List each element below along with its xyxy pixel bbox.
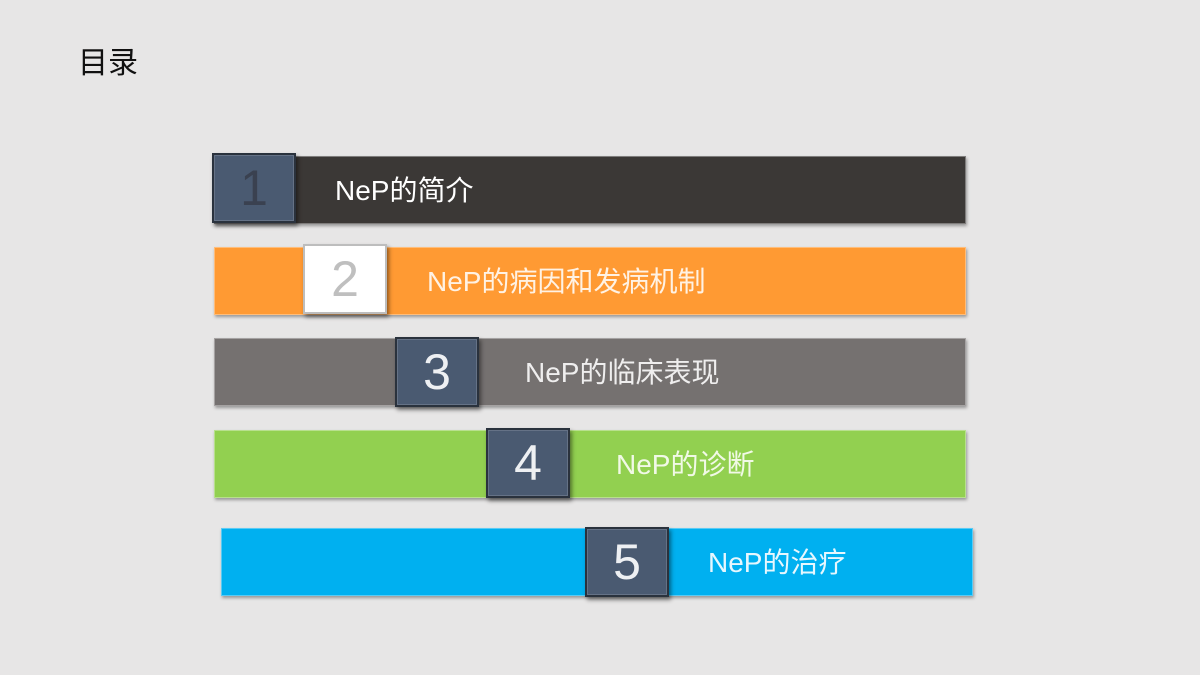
toc-item-label: NeP的诊断	[616, 449, 755, 480]
toc-number: 1	[240, 160, 268, 216]
toc-number: 2	[331, 251, 359, 307]
toc-item-1[interactable]: NeP的简介	[214, 156, 966, 224]
toc-number-badge: 3	[395, 337, 479, 407]
toc-number: 3	[423, 344, 451, 400]
toc-number: 5	[613, 534, 641, 590]
page-title: 目录	[78, 47, 138, 80]
toc-item-3[interactable]: NeP的临床表现	[214, 338, 966, 406]
toc-number-badge: 1	[212, 153, 296, 223]
toc-item-4[interactable]: NeP的诊断	[214, 430, 966, 498]
toc-number-badge: 5	[585, 527, 669, 597]
toc-item-label: NeP的病因和发病机制	[427, 266, 706, 297]
toc-number-badge: 2	[303, 244, 387, 314]
toc-item-label: NeP的临床表现	[525, 357, 720, 388]
toc-item-label: NeP的简介	[335, 175, 474, 206]
toc-number: 4	[514, 435, 542, 491]
toc-item-label: NeP的治疗	[708, 547, 847, 578]
toc-number-badge: 4	[486, 428, 570, 498]
